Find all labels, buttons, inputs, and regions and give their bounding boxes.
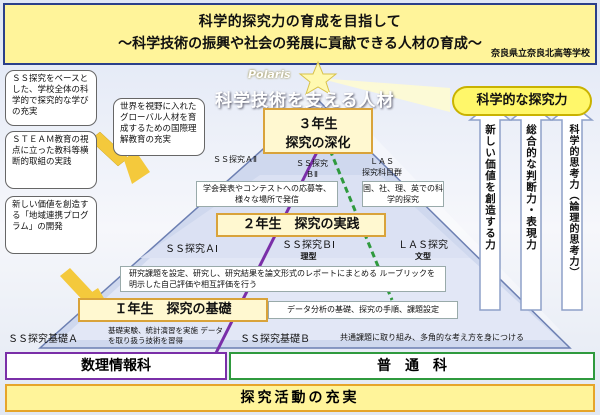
header-line2: ～科学技術の振興や社会の発展に貢献できる人材の育成～ xyxy=(118,36,482,52)
note-steam: ＳＴＥＡＭ教育の視点に立った教科等横断的取組の実践 xyxy=(5,131,97,189)
grade3-desc-right: 国、社、理、英での科学的探究 xyxy=(362,181,444,207)
grade2-course-a: ＳＳ探究ＡⅠ xyxy=(165,244,218,255)
grade2-box: ２年生 探究の実践 xyxy=(216,213,386,237)
note-global: 世界を視野に入れたグローバル人材を育成するための国際理解教育の充実 xyxy=(113,98,205,156)
header-line1: 科学的探究力の育成を目指して xyxy=(198,14,402,30)
note-regional-program: 新しい価値を創造する「地域連携プログラム」の開発 xyxy=(5,196,97,254)
grade2-course-b: ＳＳ探究ＢⅠ 理型 xyxy=(282,240,335,261)
light-beam xyxy=(318,78,450,112)
grade1-course-a: ＳＳ探究基礎Ａ xyxy=(8,334,78,345)
grade2-course-las: ＬＡＳ探究 文型 xyxy=(398,240,448,261)
grade3-title: 探究の深化 xyxy=(285,136,351,151)
grade3-grade: ３年生 xyxy=(298,117,338,132)
grade1-desc: データ分析の基礎、探究の手順、課題設定 xyxy=(268,301,458,319)
support-title: 科学技術を支える人材 xyxy=(215,91,395,111)
polaris-label: Polaris xyxy=(248,68,291,81)
grade2-desc: 研究課題を設定、研究し、研究結果を論文形式のレポートにまとめる ルーブリックを明… xyxy=(120,266,446,292)
grade3-course-right: ＬＡＳ 探究科目群 xyxy=(362,157,402,177)
arrow-icon-2 xyxy=(124,150,150,184)
science-goal: 科学的な探究力 xyxy=(452,86,592,116)
note-ss-inquiry: ＳＳ探究をベースとした、学校全体の科学的で探究的な学びの充実 xyxy=(5,70,97,126)
grade3-desc-left: 学会発表やコンテストへの応募等、様々な場所で発信 xyxy=(196,181,338,207)
ability-new-value: 新しい価値を創造する力 xyxy=(484,124,496,251)
bottom-banner: 探究活動の充実 xyxy=(5,384,595,412)
department-math-info: 数理情報科 xyxy=(5,352,227,380)
ability-logic: 科学的思考力（論理的思考力） xyxy=(567,124,578,278)
grade3-box: ３年生 探究の深化 xyxy=(263,108,373,154)
grade1-box: Ｉ年生 探究の基礎 xyxy=(78,298,268,322)
school-name: 奈良県立奈良北高等学校 xyxy=(490,49,590,59)
grade1-course-b-desc: 共通課題に取り組み、多角的な考え方を身につける xyxy=(340,333,524,342)
grade3-course-left: ＳＳ探究ＡⅡ xyxy=(213,155,257,164)
up-arrows-icon xyxy=(467,103,595,311)
grade3-course-mid: ＳＳ探究 ＢⅡ xyxy=(296,159,328,179)
header-banner: 科学的探究力の育成を目指して ～科学技術の振興や社会の発展に貢献できる人材の育成… xyxy=(3,3,597,65)
ability-judgment: 総合的な判断力・表現力 xyxy=(525,124,537,251)
department-general: 普 通 科 xyxy=(229,352,595,380)
star-icon xyxy=(298,60,338,96)
grade1-course-b: ＳＳ探究基礎Ｂ xyxy=(240,334,310,345)
grade1-course-a-desc: 基礎実験、統計演習を実施 データを取り扱う技術を習得 xyxy=(108,326,223,345)
